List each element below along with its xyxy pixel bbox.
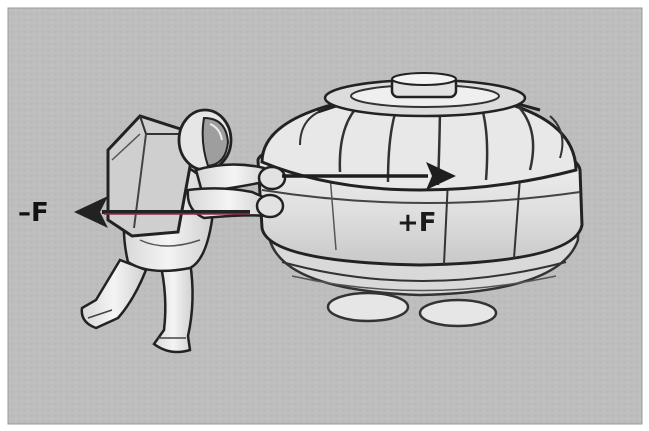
positive-force-label: +F	[397, 210, 437, 236]
negative-force-label: –F	[18, 200, 49, 226]
